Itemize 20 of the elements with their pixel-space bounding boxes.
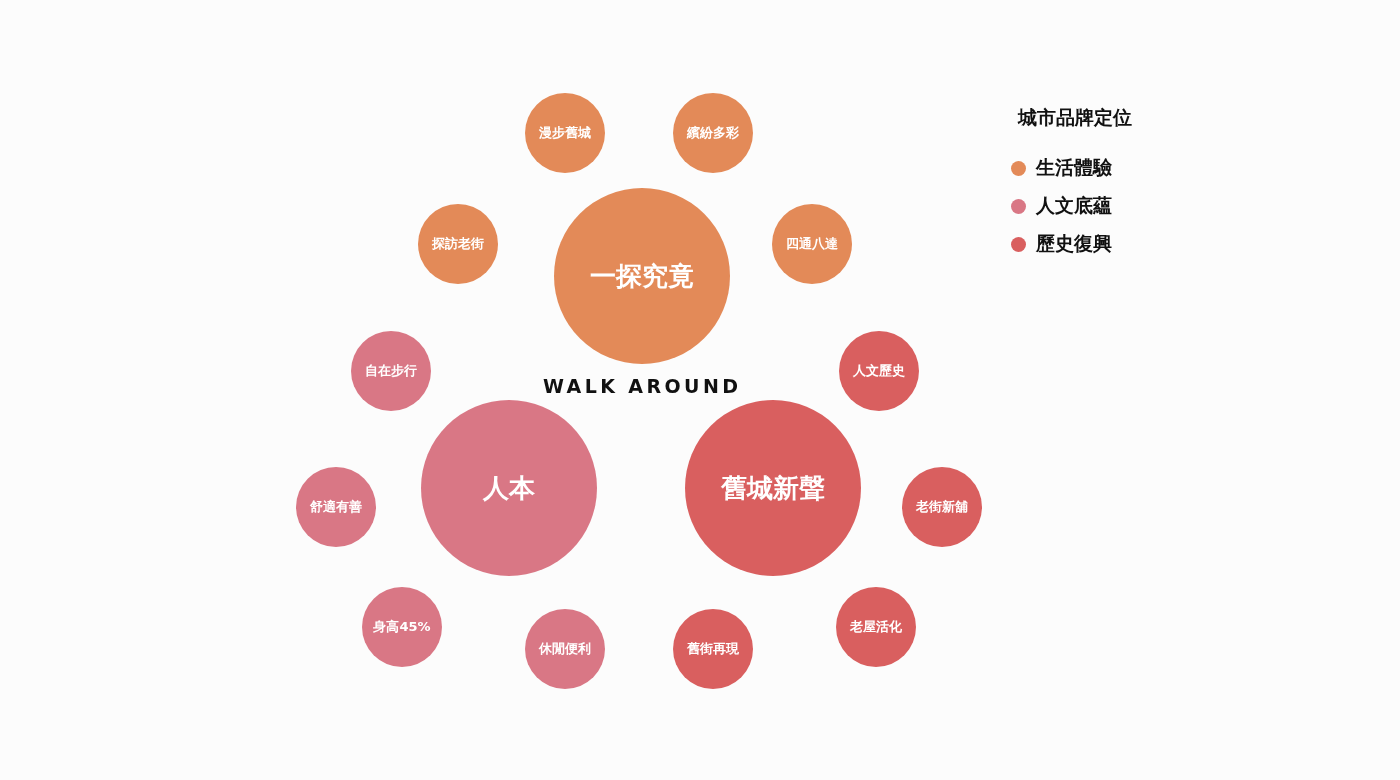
keyword-circle: 人文歷史 [839, 331, 919, 411]
keyword-circle: 老屋活化 [836, 587, 916, 667]
keyword-circle: 四通八達 [772, 204, 852, 284]
tagline: WALK AROUND [543, 375, 742, 397]
legend-label: 歷史復興 [1036, 231, 1112, 256]
keyword-circle: 身高45% [362, 587, 442, 667]
keyword-circle: 休閒便利 [525, 609, 605, 689]
keyword-circle: 繽紛多彩 [673, 93, 753, 173]
theme-circle: 一探究竟 [554, 188, 730, 364]
keyword-circle: 舒適有善 [296, 467, 376, 547]
legend-label: 生活體驗 [1036, 155, 1112, 180]
keyword-circle: 探訪老街 [418, 204, 498, 284]
keyword-circle: 漫步舊城 [525, 93, 605, 173]
legend-title: 城市品牌定位 [1018, 105, 1132, 130]
keyword-circle: 自在步行 [351, 331, 431, 411]
keyword-circle: 舊街再現 [673, 609, 753, 689]
theme-circle: 舊城新聲 [685, 400, 861, 576]
theme-circle: 人本 [421, 400, 597, 576]
legend-label: 人文底蘊 [1036, 193, 1112, 218]
keyword-circle: 老街新舖 [902, 467, 982, 547]
